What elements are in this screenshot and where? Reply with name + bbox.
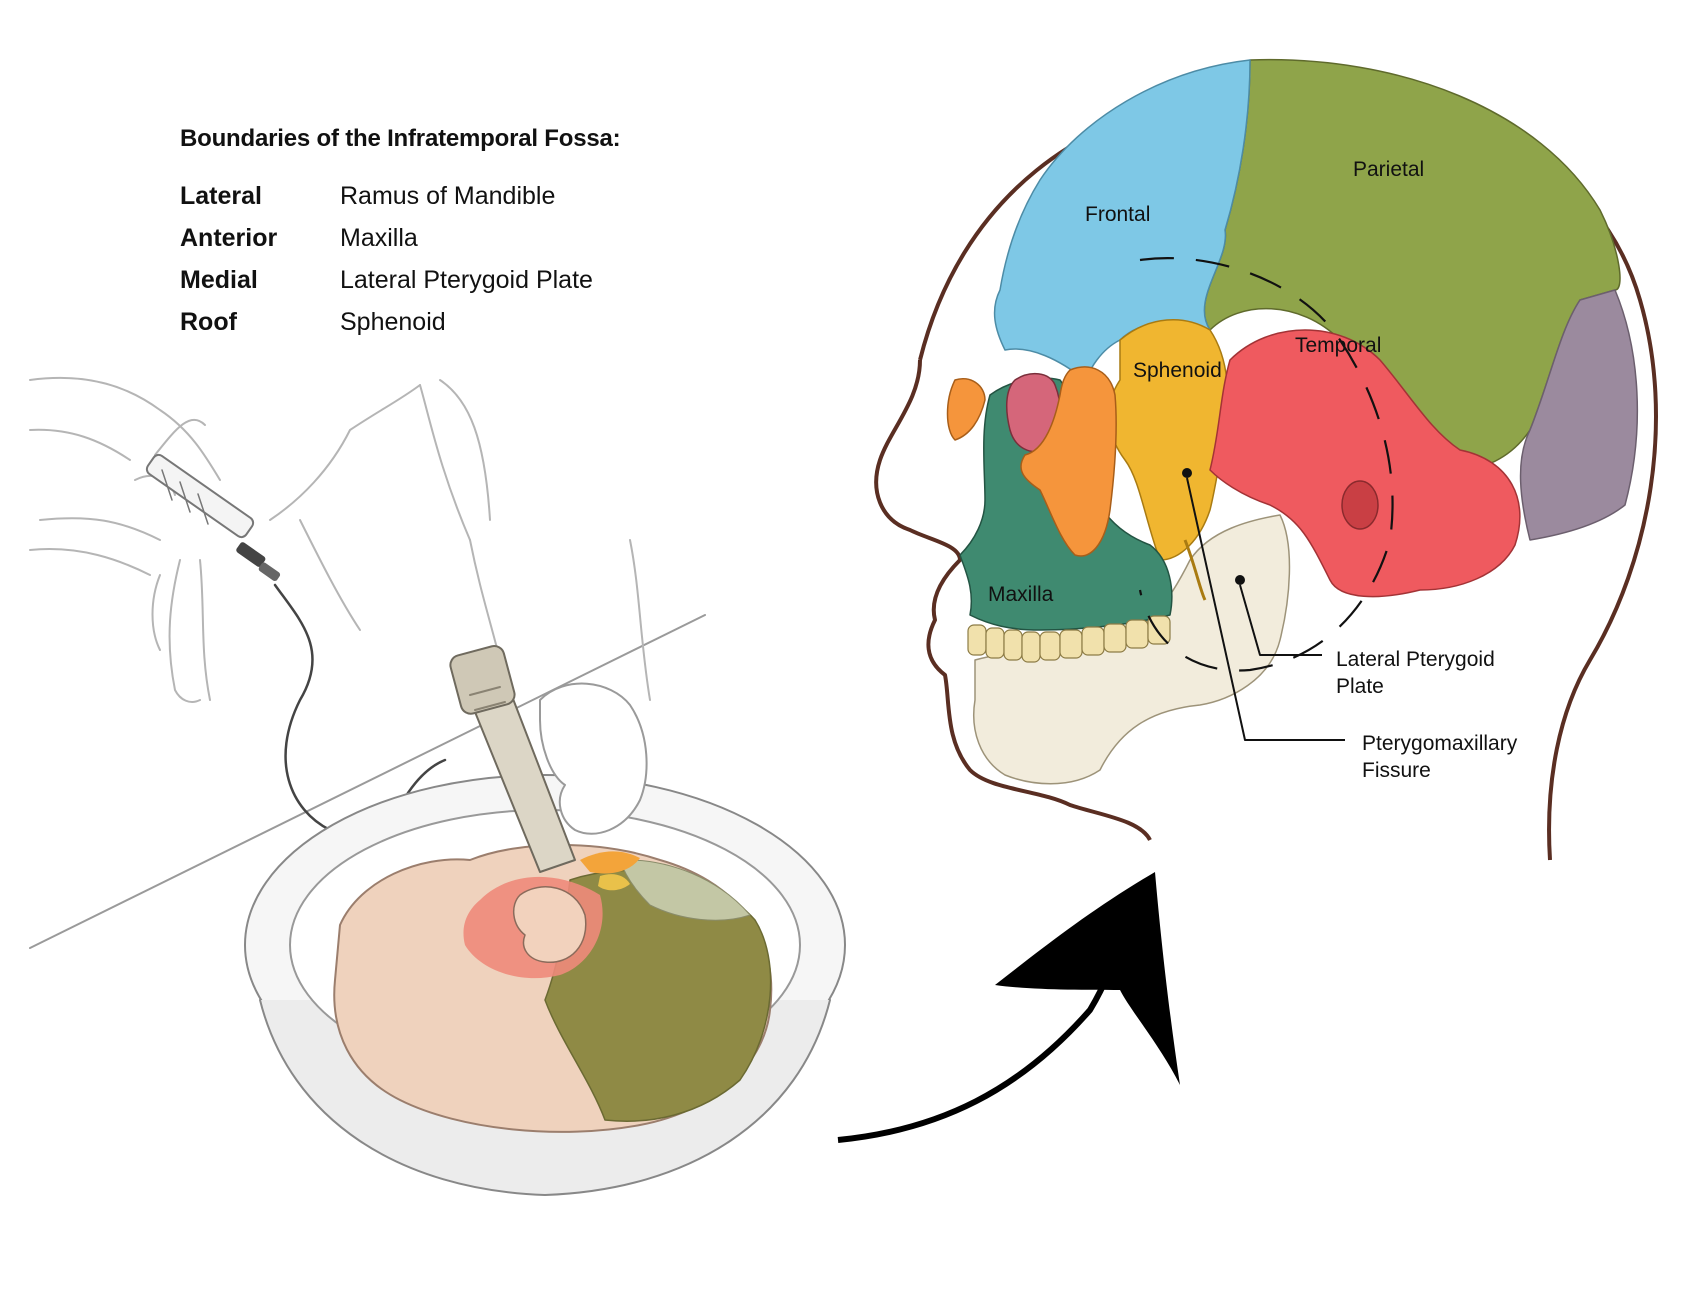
label-frontal: Frontal — [1085, 203, 1150, 226]
boundaries-panel: Boundaries of the Infratemporal Fossa: L… — [180, 125, 621, 343]
teeth — [967, 615, 1171, 663]
nasal-bone — [946, 378, 986, 441]
zygomatic-bone — [1020, 366, 1117, 557]
skull-illustration: Frontal Parietal Sphenoid Temporal Maxil… — [874, 58, 1658, 861]
cadaver-specimen — [333, 844, 773, 1133]
lateral-pterygoid-plate — [1183, 539, 1207, 601]
boundary-structure: Lateral Pterygoid Plate — [340, 265, 593, 294]
boundary-structure: Ramus of Mandible — [340, 181, 556, 210]
operator-arm-sketch — [29, 376, 651, 703]
boundary-side: Lateral — [180, 181, 262, 210]
table-edge — [29, 614, 706, 949]
boundary-structure: Sphenoid — [340, 307, 446, 336]
drill-handpiece-icon — [449, 645, 576, 873]
temporal-bone — [1209, 329, 1521, 598]
pterygomaxillary-fissure-marker — [1182, 468, 1192, 478]
leader-pterygomaxillary — [1186, 477, 1345, 741]
boundary-row: Anterior Maxilla — [180, 217, 620, 259]
boundaries-title: Boundaries of the Infratemporal Fossa: — [180, 125, 621, 152]
boundary-side: Medial — [180, 265, 258, 294]
label-temporal: Temporal — [1295, 334, 1381, 357]
leader-lateral-pterygoid — [1239, 584, 1322, 656]
boundary-row: Lateral Ramus of Mandible — [180, 175, 620, 217]
boundary-row: Medial Lateral Pterygoid Plate — [180, 259, 620, 301]
curved-arrow-icon — [837, 872, 1180, 1143]
label-parietal: Parietal — [1353, 158, 1424, 181]
procedure-illustration — [29, 376, 846, 1196]
boundary-side: Roof — [180, 307, 237, 336]
lateral-pterygoid-marker — [1235, 575, 1245, 585]
external-acoustic-meatus — [1341, 480, 1379, 530]
label-lateral-pterygoid-1: Lateral Pterygoid — [1336, 648, 1495, 671]
label-maxilla: Maxilla — [988, 583, 1054, 606]
syringe-icon — [145, 453, 281, 581]
gloved-hand — [539, 682, 648, 835]
label-lateral-pterygoid-2: Plate — [1336, 675, 1384, 698]
infratemporal-dashed-outline — [1138, 257, 1394, 672]
label-pterygomaxillary-2: Fissure — [1362, 759, 1431, 782]
boundary-row: Roof Sphenoid — [180, 301, 620, 343]
ear — [513, 886, 587, 963]
occipital-bone — [1519, 289, 1639, 541]
label-pterygomaxillary-1: Pterygomaxillary — [1362, 732, 1518, 755]
sphenoid-bone — [1108, 319, 1229, 561]
label-sphenoid: Sphenoid — [1133, 359, 1222, 382]
boundary-side: Anterior — [180, 223, 278, 252]
boundary-structure: Maxilla — [340, 223, 418, 252]
